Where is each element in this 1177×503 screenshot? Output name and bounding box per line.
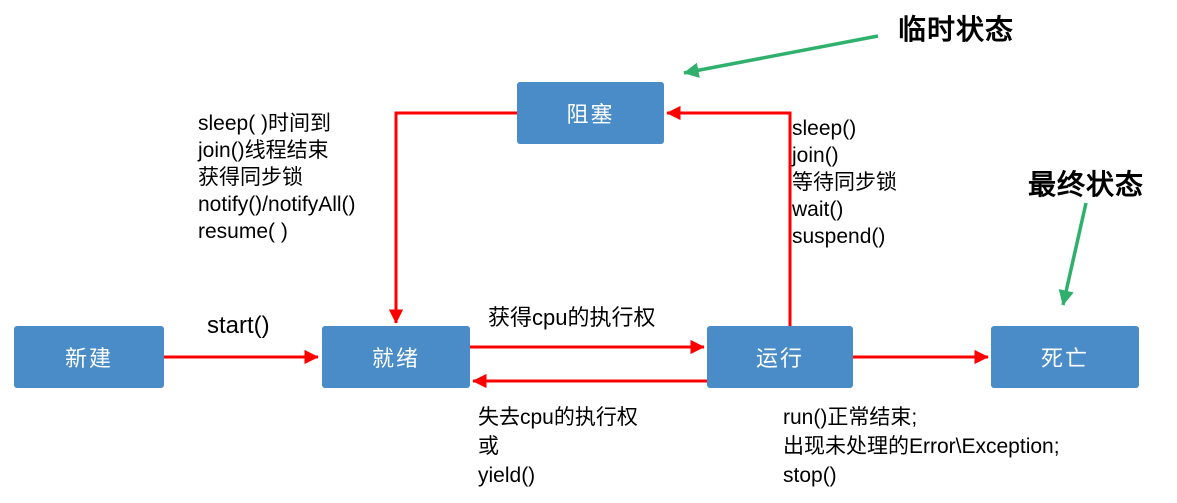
note-line: resume( ) xyxy=(198,220,288,243)
arrow-final-state-pointer xyxy=(1058,202,1088,306)
label-temp-state: 临时状态 xyxy=(898,14,1015,45)
note-line: 或 xyxy=(478,435,499,458)
note-line: 出现未处理的Error\Exception; xyxy=(783,435,1060,458)
note-line: run()正常结束; xyxy=(783,406,918,429)
arrow-running-to-blocked xyxy=(666,105,792,326)
label-gain-cpu: 获得cpu的执行权 xyxy=(488,305,656,330)
node-blocked: 阻塞 xyxy=(517,82,664,144)
arrow-blocked-to-ready xyxy=(388,111,517,324)
node-new-label: 新建 xyxy=(64,346,113,371)
note-line: sleep() xyxy=(792,117,857,140)
note-line: stop() xyxy=(783,464,837,487)
note-line: 失去cpu的执行权 xyxy=(478,406,638,429)
note-line: join()线程结束 xyxy=(198,139,329,162)
node-new: 新建 xyxy=(14,326,164,388)
note-line: notify()/notifyAll() xyxy=(198,193,356,216)
note-lose-cpu: 失去cpu的执行权 或 yield() xyxy=(478,403,638,490)
label-start: start() xyxy=(207,312,270,339)
note-line: join() xyxy=(792,144,839,167)
note-line: 等待同步锁 xyxy=(792,171,897,194)
label-final-state: 最终状态 xyxy=(1028,169,1145,200)
node-dead-label: 死亡 xyxy=(1040,346,1089,371)
node-running: 运行 xyxy=(707,326,853,388)
note-blocked-to-ready: sleep( )时间到 join()线程结束 获得同步锁 notify()/no… xyxy=(198,110,356,245)
node-dead: 死亡 xyxy=(991,326,1139,388)
note-running-to-dead: run()正常结束; 出现未处理的Error\Exception; stop() xyxy=(783,403,1060,490)
note-line: wait() xyxy=(792,198,844,221)
node-running-label: 运行 xyxy=(755,346,804,371)
note-running-to-blocked: sleep() join() 等待同步锁 wait() suspend() xyxy=(792,115,897,250)
node-ready: 就绪 xyxy=(322,326,470,388)
note-line: sleep( )时间到 xyxy=(198,112,332,135)
note-line: suspend() xyxy=(792,225,886,248)
note-line: yield() xyxy=(478,464,536,487)
arrow-temp-state-pointer xyxy=(683,34,879,78)
note-line: 获得同步锁 xyxy=(198,166,303,189)
node-blocked-label: 阻塞 xyxy=(566,102,615,127)
node-ready-label: 就绪 xyxy=(371,346,420,371)
